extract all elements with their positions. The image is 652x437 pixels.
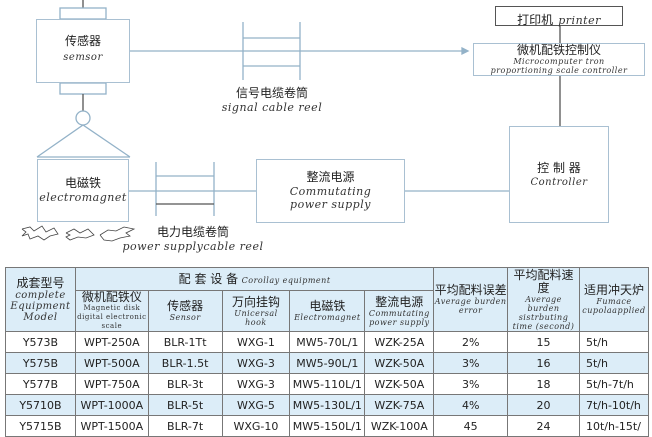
table-cell: MW5-130L/1 <box>289 394 366 416</box>
printer-en: printer <box>558 14 601 27</box>
table-cell: 24 <box>507 415 580 437</box>
table-cell: WZK-50A <box>364 373 435 395</box>
controller-box: 控 制 器 Controller <box>509 126 609 223</box>
electromagnet-en: electromagnet <box>39 191 127 204</box>
table-cell: BLR-1.5t <box>147 352 223 374</box>
commutating-en2: power supply <box>290 198 371 211</box>
electromagnet-zh: 电磁铁 <box>64 176 101 190</box>
power-reel-en: power supplycable reel <box>122 240 264 253</box>
spark-icon <box>21 225 136 242</box>
table-cell: WPT-500A <box>74 352 149 374</box>
table-cell: WPT-1000A <box>74 394 149 416</box>
table-cell: BLR-7t <box>147 415 223 437</box>
table-cell: 15 <box>507 331 580 353</box>
table-cell: BLR-3t <box>147 373 223 395</box>
table-cell: BLR-5t <box>147 394 223 416</box>
sensor-box: 传感器 semsor <box>36 19 130 83</box>
table-cell: BLR-1Tt <box>147 331 223 353</box>
micro-zh: 微机配铁控制仪 <box>516 43 601 57</box>
table-cell: WXG-10 <box>221 415 291 437</box>
power-reel-zh: 电力电缆卷筒 <box>156 225 229 239</box>
table-cell: WXG-3 <box>221 352 291 374</box>
table-cell: 20 <box>507 394 580 416</box>
table-cell: 5t/h-7t/h <box>578 373 650 395</box>
table-cell: WPT-250A <box>74 331 149 353</box>
table-cell: 3% <box>433 373 509 395</box>
table-cell: 10t/h-15t/ <box>578 415 650 437</box>
table-cell: WXG-5 <box>221 394 291 416</box>
signal-reel-label: 信号电缆卷筒 signal cable reel <box>212 86 332 114</box>
table-cell: MW5-70L/1 <box>289 331 366 353</box>
signal-reel-zh: 信号电缆卷筒 <box>235 86 308 100</box>
table-cell: WPT-1500A <box>74 415 149 437</box>
table-cell: Y5715B <box>5 415 76 437</box>
micro-controller-box: 微机配铁控制仪 Microcomputer tron proportioning… <box>473 43 645 76</box>
sensor-label-en: semsor <box>63 52 103 63</box>
table-cell: 4% <box>433 394 509 416</box>
electromagnet-box: 电磁铁 electromagnet <box>37 159 129 222</box>
printer-box: 打印机 printer <box>495 6 623 27</box>
table-cell: MW5-90L/1 <box>289 352 366 374</box>
controller-en: Controller <box>530 177 588 188</box>
table-cell: 2% <box>433 331 509 353</box>
table-cell: Y573B <box>5 331 76 353</box>
printer-zh: 打印机 <box>517 13 554 27</box>
commutating-en1: Commutating <box>289 185 372 198</box>
table-cell: 16 <box>507 352 580 374</box>
table-cell: WXG-1 <box>221 331 291 353</box>
signal-reel-en: signal cable reel <box>221 101 323 114</box>
table-cell: MW5-110L/1 <box>289 373 366 395</box>
table-cell: 3% <box>433 352 509 374</box>
table-cell: WZK-50A <box>364 352 435 374</box>
table-cell: WZK-75A <box>364 394 435 416</box>
header-group: 配 套 设 备 Corollay equipment <box>74 267 435 291</box>
connection-lines <box>21 0 561 242</box>
commutating-box: 整流电源 Commutating power supply <box>256 159 405 223</box>
sensor-label: 传感器 <box>64 34 101 48</box>
table-cell: 45 <box>433 415 509 437</box>
table-cell: WZK-25A <box>364 331 435 353</box>
table-cell: WPT-750A <box>74 373 149 395</box>
table-cell: 7t/h-10t/h <box>578 394 650 416</box>
controller-zh: 控 制 器 <box>537 161 581 175</box>
table-cell: WZK-100A <box>364 415 435 437</box>
table-cell: 18 <box>507 373 580 395</box>
table-cell: WXG-3 <box>221 373 291 395</box>
micro-en2: proportioning scale controller <box>490 66 628 75</box>
table-cell: Y577B <box>5 373 76 395</box>
table-cell: Y5710B <box>5 394 76 416</box>
table-cell: Y575B <box>5 352 76 374</box>
micro-en1: Microcomputer tron <box>513 57 605 66</box>
commutating-zh: 整流电源 <box>306 170 355 184</box>
table-cell: MW5-150L/1 <box>289 415 366 437</box>
table-cell: 5t/h <box>578 331 650 353</box>
table-cell: 5t/h <box>578 352 650 374</box>
power-reel-label: 电力电缆卷筒 power supplycable reel <box>118 225 268 253</box>
